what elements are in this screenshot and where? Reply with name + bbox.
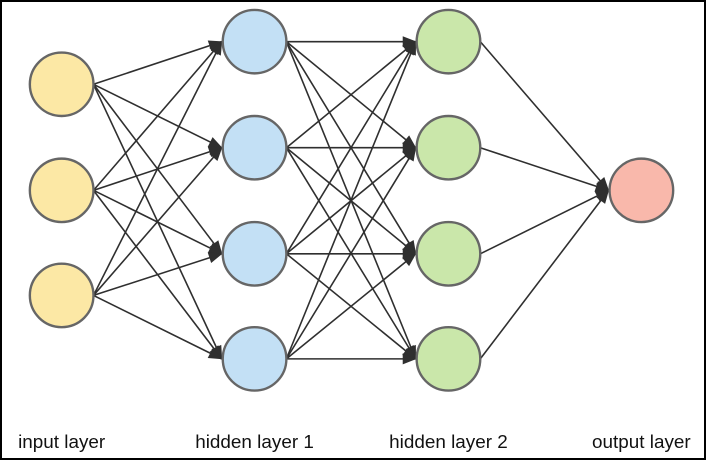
edge-hidden1-to-hidden2 [285,253,417,360]
hidden1-node [221,8,288,75]
input-node [28,262,95,329]
hidden2-node [415,114,482,181]
label-hidden-layer-2: hidden layer 2 [389,431,508,452]
neuron-nodes [28,8,675,392]
edge-input-to-hidden1 [92,40,223,296]
edge-hidden1-to-hidden2 [285,146,417,360]
edge-hidden2-to-output [479,189,610,255]
hidden2-node [415,8,482,75]
input-node [28,157,95,224]
edge-input-to-hidden1 [93,252,223,297]
output-node [608,157,675,224]
edge-lines [92,36,610,365]
input-node [28,51,95,118]
edge-hidden1-to-hidden2 [285,40,417,360]
hidden1-node [221,114,288,181]
edge-hidden2-to-output [480,146,610,192]
label-input-layer: input layer [18,431,105,452]
hidden2-node [415,220,482,287]
edge-hidden2-to-output [479,189,610,360]
layer-labels: input layer hidden layer 1 hidden layer … [18,431,691,452]
hidden1-node [221,220,288,287]
edge-input-to-hidden1 [92,40,223,191]
edge-hidden2-to-output [479,41,610,192]
label-hidden-layer-1: hidden layer 1 [195,431,314,452]
edge-hidden1-to-hidden2 [285,40,417,255]
hidden1-node [221,325,288,392]
edge-input-to-hidden1 [93,294,223,360]
hidden2-node [415,325,482,392]
edge-input-to-hidden1 [93,40,223,86]
edge-input-to-hidden1 [92,146,223,296]
label-output-layer: output layer [592,431,691,452]
edge-hidden1-to-hidden2 [285,41,417,149]
